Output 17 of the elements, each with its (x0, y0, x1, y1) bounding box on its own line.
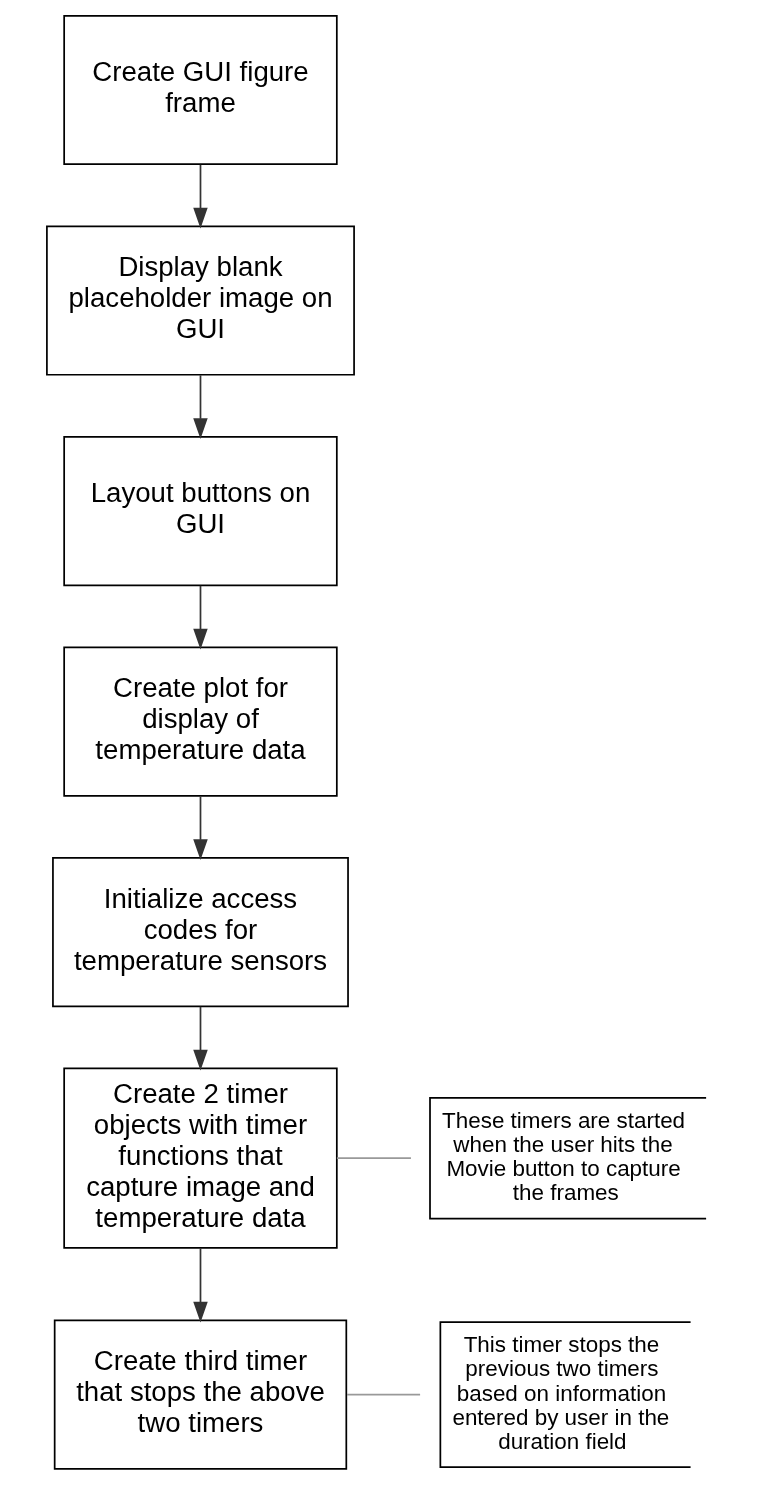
node-box: Create GUI figure frame (62, 14, 338, 166)
arrow (192, 374, 208, 439)
node-box: Create 2 timer objects with timer functions that capture image and temperature data (62, 1067, 338, 1249)
arrow (192, 1247, 208, 1323)
node-box: Create third timer that stops the above two timers (53, 1319, 347, 1470)
arrow (192, 795, 208, 860)
node-box: Initialize access codes for temperature sensors (51, 857, 349, 1008)
arrow (192, 1005, 208, 1071)
node-box: Display blank placeholder image on GUI (45, 225, 355, 376)
node-text: These timers are started when the user hits the Movie button to capture the frames (441, 1107, 685, 1206)
node-box: Create plot for display of temperature data (62, 646, 338, 797)
connector (335, 1157, 412, 1160)
connector (345, 1393, 421, 1396)
node-box: Layout buttons on GUI (62, 436, 338, 587)
arrow (192, 163, 208, 229)
arrow (192, 584, 208, 650)
node-text: This timer stops the previous two timers based on information entered by user in the duration field (451, 1332, 669, 1454)
